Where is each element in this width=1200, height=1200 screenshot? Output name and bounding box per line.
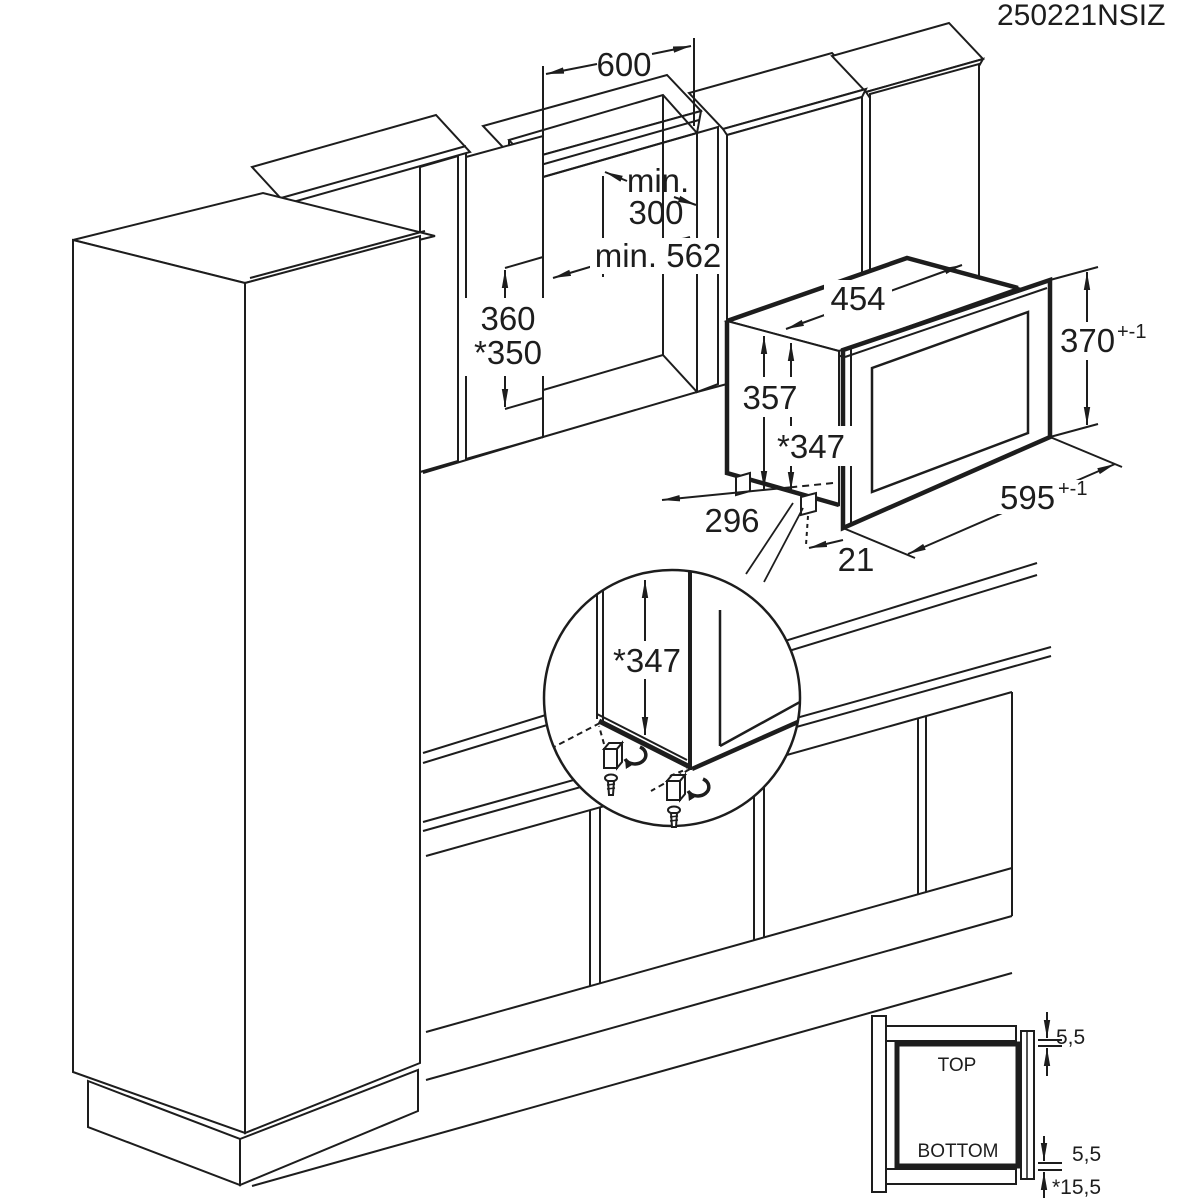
inset-top-label: TOP: [938, 1055, 977, 1076]
microwave-window: [870, 310, 1030, 494]
plinth-line: [425, 915, 1013, 1081]
dim-min300-label-line2: 300: [628, 194, 683, 231]
dim-min300-label-line1: min.: [627, 162, 689, 199]
dim-600-label: 600: [596, 46, 651, 83]
inset-bottom-shelf: [885, 1168, 1017, 1185]
dim-595-label: 595: [1000, 479, 1055, 516]
dim-21-label: 21: [838, 541, 875, 578]
floor-line: [251, 972, 1013, 1187]
dim-357-label: 357: [742, 379, 797, 416]
detail-347-label: *347: [613, 642, 681, 679]
tall-cabinet-side: [72, 238, 246, 1135]
side-view-inset: TOP BOTTOM 5,5 5,5 *15,5: [871, 1012, 1101, 1199]
dim-350-label: *350: [474, 334, 542, 371]
tall-cabinet: [72, 191, 436, 1187]
dim-454-label: 454: [830, 280, 885, 317]
foot-block: [666, 780, 681, 801]
tall-cabinet-front: [244, 234, 421, 1135]
inset-gap-top-label: 5,5: [1056, 1026, 1085, 1049]
dim-347-label: *347: [777, 428, 845, 465]
microwave-foot: [800, 491, 817, 517]
mounting-detail-circle: *347: [542, 568, 802, 828]
upper-cabinet-1-top: [250, 113, 472, 206]
inset-overhang-label: *15,5: [1052, 1176, 1101, 1199]
dim-370-tolerance: +-1: [1117, 321, 1146, 343]
rotate-arrow-icon: [623, 745, 648, 770]
inset-oven-body: [894, 1041, 1021, 1169]
inset-gap-bottom-label: 5,5: [1072, 1143, 1101, 1166]
dim-min562-label: min. 562: [595, 237, 722, 274]
dim-360-label: 360: [480, 300, 535, 337]
dimension-labels: 600 min. 300 min. 562 360 *350 454 370 +…: [460, 46, 1146, 578]
foot-block: [603, 748, 618, 769]
dim-595-tolerance: +-1: [1058, 478, 1087, 500]
dim-370-label: 370: [1060, 322, 1115, 359]
inset-side-panel: [871, 1015, 887, 1193]
drawing-code: 250221NSIZ: [997, 0, 1165, 32]
adjustable-foot-detail: [601, 740, 711, 828]
inset-bottom-label: BOTTOM: [918, 1141, 999, 1162]
dim-296-label: 296: [704, 502, 759, 539]
inset-top-shelf: [885, 1025, 1017, 1042]
rotate-arrow-icon: [686, 777, 711, 802]
